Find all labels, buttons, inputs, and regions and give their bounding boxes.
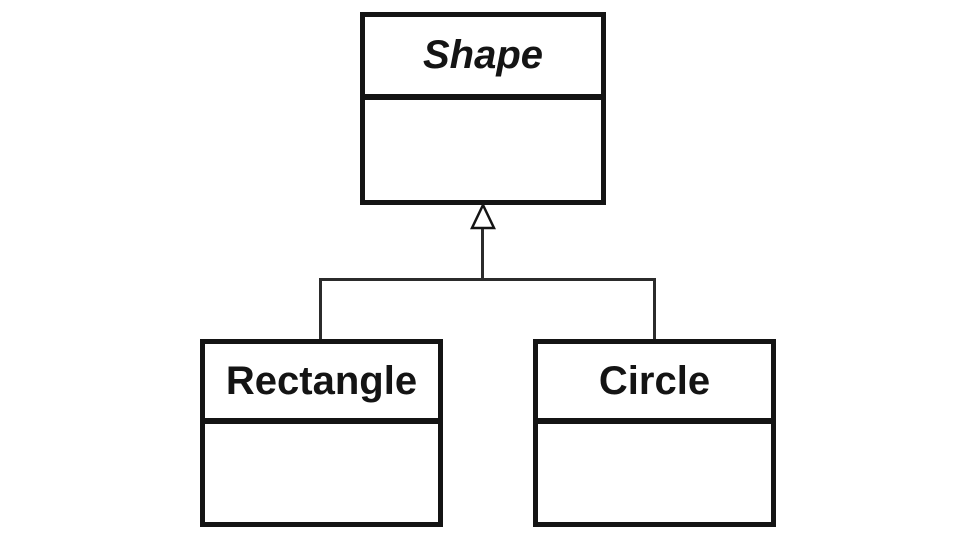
- class-attributes-shape: [365, 100, 601, 200]
- class-box-circle: Circle: [533, 339, 776, 527]
- inheritance-branch-line: [319, 278, 656, 281]
- inheritance-drop-left-line: [319, 280, 322, 339]
- class-name-circle: Circle: [538, 344, 771, 424]
- class-attributes-circle: [538, 424, 771, 522]
- inheritance-drop-right-line: [653, 280, 656, 339]
- class-name-rectangle: Rectangle: [205, 344, 438, 424]
- inheritance-stem-line: [481, 229, 484, 280]
- class-box-rectangle: Rectangle: [200, 339, 443, 527]
- class-name-shape: Shape: [365, 17, 601, 100]
- class-attributes-rectangle: [205, 424, 438, 522]
- class-box-shape: Shape: [360, 12, 606, 205]
- generalization-arrowhead-icon: [470, 203, 496, 230]
